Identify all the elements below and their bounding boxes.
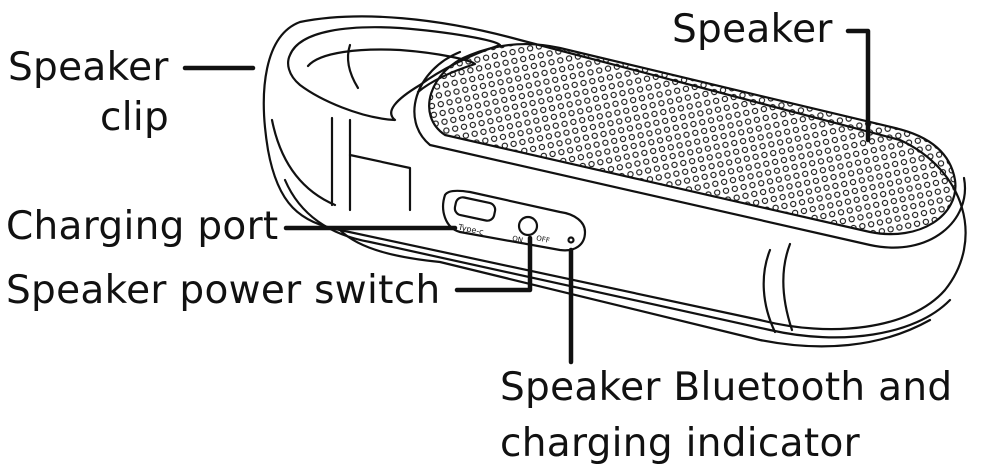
label-indicator-line1: Speaker Bluetooth and <box>500 365 953 410</box>
label-speaker: Speaker <box>672 7 833 52</box>
label-charging-port: Charging port <box>6 204 279 249</box>
speaker-grille-dots <box>429 44 956 235</box>
label-speaker-clip-line1: Speaker <box>8 45 169 90</box>
switch-on-marking: ON <box>511 234 523 244</box>
switch-off-marking: OFF <box>535 234 550 245</box>
charging-port-slot <box>453 196 497 222</box>
speaker-body-shell-band <box>283 178 952 339</box>
leader-power-switch <box>454 235 533 293</box>
power-switch-knob <box>517 215 539 237</box>
speaker-clip-loop <box>287 26 502 122</box>
label-speaker-clip-line2: clip <box>100 95 170 140</box>
speaker-body-outline <box>262 15 967 331</box>
label-indicator-line2: charging indicator <box>500 421 860 466</box>
label-power-switch: Speaker power switch <box>6 268 441 313</box>
leader-speaker <box>845 28 871 143</box>
indicator-light <box>567 236 575 244</box>
